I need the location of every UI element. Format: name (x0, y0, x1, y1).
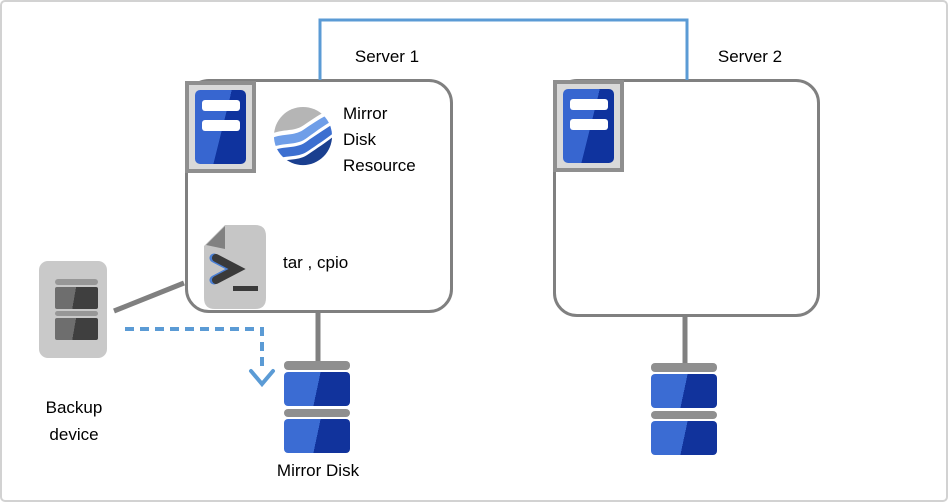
backup-arrow-line (125, 327, 264, 368)
server-tower-body (563, 89, 614, 163)
device-bar (55, 311, 98, 316)
backup-device-icon (39, 261, 107, 358)
disk-platter (284, 419, 350, 453)
disk-platter (651, 421, 717, 455)
mirror-disk-resource-label: Mirror Disk Resource (343, 104, 416, 175)
script-document-icon (203, 224, 267, 310)
device-bar (55, 279, 98, 285)
tower-slot-bar (202, 120, 240, 131)
mirror-disk-label: Mirror Disk (276, 461, 360, 480)
disk-platter (284, 372, 350, 406)
tower-slot-bar (570, 99, 608, 110)
device-slot (55, 287, 98, 309)
backup-arrowhead-icon (249, 369, 275, 388)
server1-label: Server 1 (354, 47, 420, 66)
disk-cap (651, 411, 717, 419)
disk-platter (651, 374, 717, 408)
backup-server1-line (113, 280, 185, 314)
tower-slot-bar (570, 119, 608, 130)
server2-label: Server 2 (717, 47, 783, 66)
server-tower-body (195, 90, 246, 164)
backup-device-label: Backup device (45, 398, 103, 444)
tar-cpio-label: tar , cpio (283, 253, 349, 272)
mirror-disk-resource-icon (272, 105, 334, 167)
server2-tower-icon (553, 80, 624, 172)
tower-slot-bar (202, 100, 240, 111)
disk-cap (284, 409, 350, 417)
device-slot (55, 318, 98, 340)
disk-cap (284, 361, 350, 370)
disk-cap (651, 363, 717, 372)
server1-tower-icon (185, 81, 256, 173)
